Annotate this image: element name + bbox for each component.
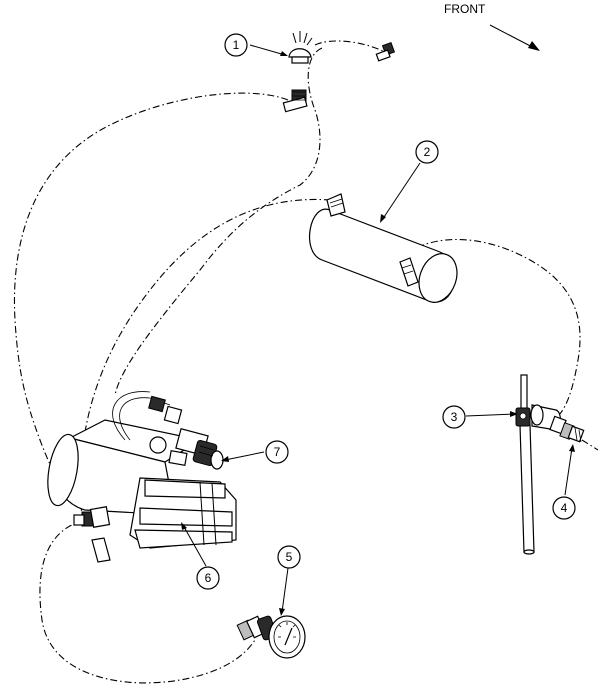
leader-3 bbox=[465, 413, 516, 417]
callout-number: 3 bbox=[451, 410, 458, 424]
gauge-needle bbox=[284, 627, 293, 646]
hose-outlet bbox=[581, 439, 599, 451]
callout-3: 3 bbox=[442, 405, 466, 429]
air-intake-filter-icon bbox=[288, 31, 313, 64]
filter-base bbox=[291, 56, 309, 64]
air-compressor-icon bbox=[47, 391, 237, 563]
air-tank-icon bbox=[308, 193, 458, 303]
hose-filter-to-elbow bbox=[314, 40, 386, 53]
hose-lines bbox=[13, 40, 599, 684]
leader-7 bbox=[224, 451, 265, 461]
elbow-fitting-icon bbox=[375, 41, 396, 62]
callout-number: 7 bbox=[274, 445, 281, 459]
filter-dome bbox=[288, 48, 312, 58]
callout-1: 1 bbox=[224, 33, 248, 57]
callout-number: 2 bbox=[424, 145, 431, 159]
leader-1 bbox=[249, 44, 286, 56]
motor-end bbox=[47, 433, 79, 507]
vertical-pipe bbox=[519, 424, 535, 553]
leader-6 bbox=[182, 524, 207, 567]
callout-number: 4 bbox=[561, 501, 568, 515]
hose-filter-to-compressor bbox=[114, 47, 323, 396]
leader-5 bbox=[281, 567, 289, 613]
callout-number: 1 bbox=[233, 38, 240, 52]
leader-2 bbox=[381, 162, 421, 221]
tank-end-cap bbox=[418, 253, 458, 303]
hose-compressor-to-gauge bbox=[39, 519, 256, 684]
callout-number: 6 bbox=[205, 571, 212, 585]
check-valve-icon bbox=[282, 89, 308, 113]
callout-4: 4 bbox=[552, 496, 576, 520]
pressure-switch-icon bbox=[175, 427, 224, 470]
compressor-sensor bbox=[149, 436, 167, 454]
front-indicator: FRONT bbox=[444, 2, 540, 51]
gauge-face bbox=[268, 615, 306, 659]
front-label: FRONT bbox=[444, 2, 486, 16]
callout-number: 5 bbox=[286, 550, 293, 564]
callout-2: 2 bbox=[415, 140, 439, 164]
hose-tank-to-valve bbox=[404, 238, 581, 419]
leader-4 bbox=[564, 447, 573, 496]
front-arrow-head bbox=[528, 41, 540, 51]
callout-7: 7 bbox=[265, 440, 289, 464]
pressure-gauge-icon bbox=[236, 615, 306, 659]
callout-5: 5 bbox=[277, 545, 301, 569]
hose-left-loop bbox=[13, 92, 289, 521]
callout-6: 6 bbox=[196, 566, 220, 590]
mounting-pipe-icon bbox=[515, 374, 562, 555]
hose-fitting-icon bbox=[549, 415, 585, 443]
leader-lines bbox=[181, 44, 575, 616]
